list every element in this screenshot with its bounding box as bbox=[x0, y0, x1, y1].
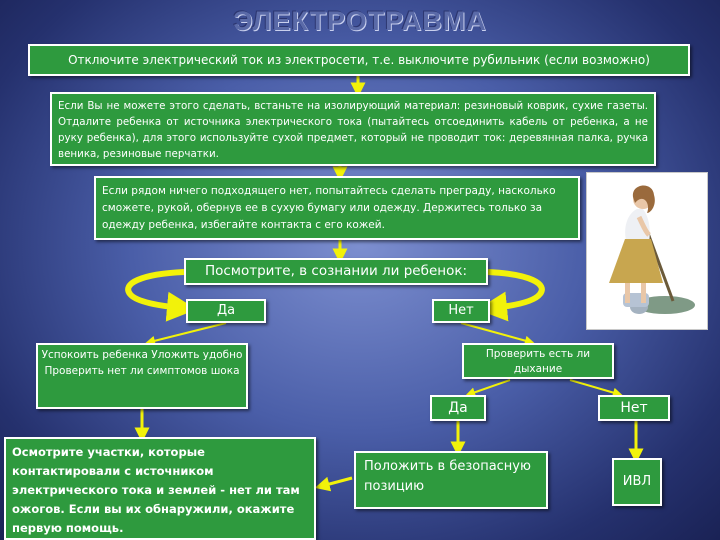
woman-broom-icon bbox=[609, 185, 695, 314]
ivl-box: ИВЛ bbox=[612, 458, 662, 506]
answer-no-box: Нет bbox=[432, 299, 490, 323]
question-conscious: Посмотрите, в сознании ли ребенок: bbox=[184, 258, 488, 285]
breathing-yes-box: Да bbox=[430, 395, 486, 421]
curve-left-arrow bbox=[125, 269, 197, 322]
arrow-safe-inspect bbox=[314, 476, 353, 492]
illustration-woman-with-broom bbox=[586, 172, 708, 330]
arrow-breathing-yes bbox=[465, 379, 511, 398]
step-insulate-and-separate: Если Вы не можете этого сделать, встаньт… bbox=[50, 92, 656, 166]
check-breathing-box: Проверить есть ли дыхание bbox=[462, 343, 614, 379]
step-make-barrier: Если рядом ничего подходящего нет, попыт… bbox=[94, 176, 580, 240]
curve-right-arrow bbox=[477, 269, 545, 322]
yes-actions-box: Успокоить ребенка Уложить удобно Провери… bbox=[36, 343, 248, 409]
step-disconnect-power: Отключите электрический ток из электросе… bbox=[28, 44, 690, 76]
arrow-no-breathing bbox=[460, 322, 535, 346]
breathing-no-box: Нет bbox=[598, 395, 670, 421]
safe-position-box: Положить в безопасную позицию bbox=[354, 451, 548, 509]
arrow-yes-actions bbox=[145, 322, 227, 346]
page-title: ЭЛЕКТРОТРАВМА bbox=[233, 6, 487, 36]
answer-yes-box: Да bbox=[186, 299, 266, 323]
arrow-breathing-no bbox=[569, 379, 623, 398]
inspect-burns-box: Осмотрите участки, которые контактировал… bbox=[4, 437, 316, 540]
